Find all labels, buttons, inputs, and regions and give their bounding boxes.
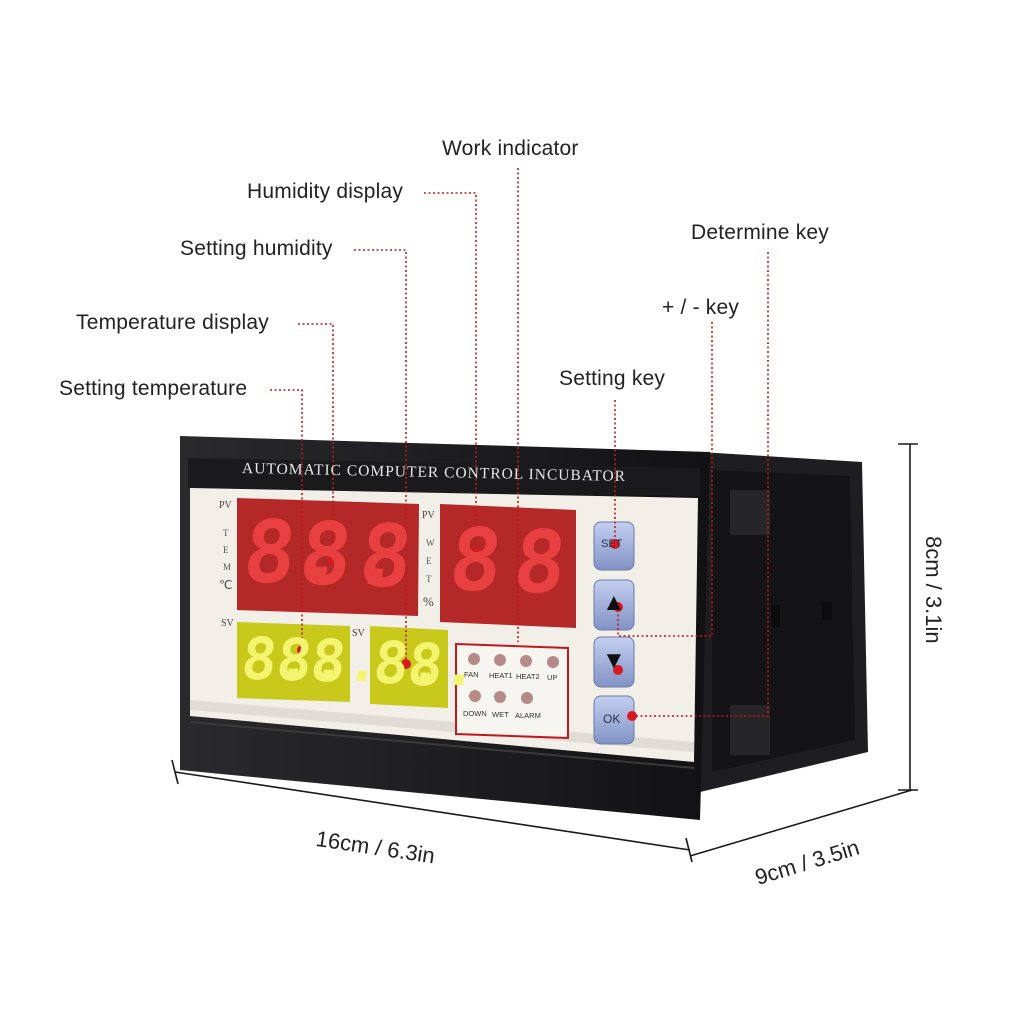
- tem-letter-e: E: [223, 545, 229, 555]
- label-fan: FAN: [464, 670, 479, 679]
- led-fan: [468, 653, 480, 665]
- label-heat1: HEAT1: [489, 671, 513, 680]
- callout-setting-key: Setting key: [559, 367, 666, 390]
- callout-work-indicator: Work indicator: [442, 137, 579, 160]
- hum-pv-label: PV: [422, 510, 435, 521]
- work-indicator-box: [455, 642, 569, 740]
- up-key-icon[interactable]: ▲: [602, 589, 626, 616]
- hum-unit-label: %: [423, 594, 434, 609]
- hum-pv-digit-2: 8: [508, 513, 572, 613]
- temp-pv-label: PV: [219, 500, 232, 511]
- label-wet: WET: [492, 710, 509, 719]
- led-heat2: [520, 655, 532, 667]
- temp-unit-label: ℃: [219, 578, 233, 592]
- set-key-label[interactable]: SET: [601, 538, 623, 550]
- led-alarm: [521, 692, 533, 704]
- callout-humidity-display: Humidity display: [247, 180, 404, 203]
- callout-setting-temperature: Setting temperature: [59, 377, 248, 400]
- tem-letter-t: T: [223, 528, 229, 538]
- label-alarm: ALARM: [515, 711, 541, 720]
- humidity-pv-display: [440, 504, 576, 628]
- device-side-housing: [700, 452, 868, 792]
- dimension-lines: [171, 443, 918, 863]
- label-down: DOWN: [463, 709, 487, 718]
- down-key[interactable]: [593, 636, 635, 688]
- dimension-height-label: 8cm / 3.1in: [921, 536, 946, 644]
- temperature-sv-display: [237, 622, 350, 702]
- hum-sv-digit-2: 8.: [404, 631, 482, 699]
- callout-determine-key: Determine key: [691, 221, 829, 244]
- led-heat1: [494, 654, 506, 666]
- led-wet: [494, 691, 506, 703]
- label-heat2: HEAT2: [516, 672, 540, 681]
- down-key-icon[interactable]: ▼: [602, 647, 626, 674]
- callout-lines: [270, 168, 769, 717]
- label-up: UP: [547, 673, 558, 682]
- callout-temperature-display: Temperature display: [76, 311, 269, 334]
- hum-pv-digit-1: 8: [444, 511, 508, 611]
- ok-key-label[interactable]: OK: [603, 712, 621, 726]
- led-down: [469, 690, 481, 702]
- callout-setting-humidity: Setting humidity: [180, 237, 333, 260]
- hum-sv-label: SV: [352, 628, 365, 639]
- led-up: [547, 656, 559, 668]
- wet-letter-t: T: [426, 574, 432, 584]
- wet-letter-e: E: [426, 556, 432, 566]
- wet-letter-w: W: [426, 538, 435, 548]
- callout-plus-minus-key: + / - key: [662, 296, 740, 319]
- tem-letter-m: M: [223, 562, 232, 572]
- temp-pv-digit-3: 8: [354, 507, 418, 607]
- temp-sv-label: SV: [221, 618, 234, 629]
- title-strip: [188, 458, 700, 496]
- callout-dots: [297, 539, 637, 721]
- temperature-pv-display: [237, 498, 419, 616]
